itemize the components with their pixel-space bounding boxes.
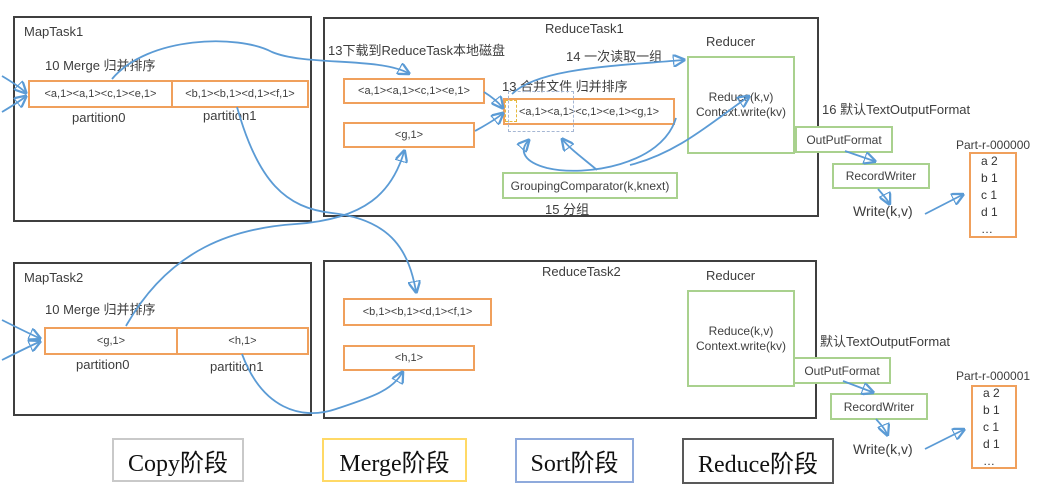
maptask2-merge-label: 10 Merge 归并排序	[45, 302, 156, 317]
output1-outputformat-box: OutPutFormat	[795, 126, 893, 153]
output2-file-box: a 2 b 1 c 1 d 1 …	[971, 385, 1017, 469]
reducer1-title: Reducer	[706, 34, 756, 49]
arrow-write2-to-file2	[924, 430, 963, 450]
file-line: a 2	[981, 153, 998, 168]
output1-format-label: 16 默认TextOutputFormat	[822, 102, 971, 117]
reducetask1-read-group-label: 14 一次读取一组	[566, 49, 663, 64]
grouping-comparator-box: GroupingComparator(k,knext)	[502, 172, 678, 199]
arrow-recordwriter2-to-write2	[875, 418, 887, 434]
output2-file-name: Part-r-000001	[956, 369, 1031, 383]
reducer2-box: Reduce(k,v) Context.write(kv)	[687, 290, 795, 387]
legend-sort-phase: Sort阶段	[515, 438, 634, 483]
maptask2-partition1-data: <h,1>	[176, 329, 307, 353]
reducer2-title: Reducer	[706, 268, 756, 283]
reducetask1-grouping-label: 15 分组	[545, 202, 590, 217]
output1-file-name: Part-r-000000	[956, 138, 1031, 152]
reducer1-line1: Reduce(k,v)	[708, 90, 774, 104]
file-line: c 1	[981, 187, 998, 202]
maptask1-partition0-data: <a,1><a,1><c,1><e,1>	[44, 88, 157, 100]
reducetask2-spill-file-0: <b,1><b,1><d,1><f,1>	[343, 298, 492, 326]
maptask2-partition-strip: <g,1> <h,1>	[44, 327, 309, 355]
reducetask2-title: ReduceTask2	[542, 264, 621, 279]
maptask1-partition1-label: partition1	[203, 108, 257, 123]
legend-reduce-phase: Reduce阶段	[682, 438, 834, 484]
file-line: c 1	[983, 419, 1000, 434]
reducer1-line2: Context.write(kv)	[695, 105, 787, 119]
maptask1-box	[13, 16, 312, 222]
reducetask1-download-label: 13下载到ReduceTask本地磁盘	[328, 43, 505, 58]
output2-write-label: Write(k,v)	[853, 441, 913, 457]
output1-write-label: Write(k,v)	[853, 203, 913, 219]
maptask1-partition1-data: <b,1><b,1><d,1><f,1>	[170, 82, 307, 106]
output1-file-box: a 2 b 1 c 1 d 1 …	[969, 152, 1017, 238]
file-line: a 2	[983, 385, 1000, 400]
maptask2-partition0-data: <g,1>	[96, 335, 126, 347]
reducetask1-spill-file-1: <g,1>	[343, 122, 475, 148]
output2-recordwriter-box: RecordWriter	[830, 393, 928, 420]
arrow-recordwriter1-to-write1	[877, 188, 889, 203]
file-line: d 1	[983, 436, 1000, 451]
output2-format-label: 默认TextOutputFormat	[820, 334, 951, 349]
file-line: d 1	[981, 204, 998, 219]
legend-copy-phase: Copy阶段	[112, 438, 244, 482]
reducer2-line1: Reduce(k,v)	[708, 323, 774, 338]
legend-merge-phase: Merge阶段	[322, 438, 467, 482]
reducetask1-title: ReduceTask1	[545, 21, 624, 36]
reducer1-box: Reduce(k,v) Context.write(kv)	[687, 56, 795, 154]
reducetask2-spill-file-1: <h,1>	[343, 345, 475, 371]
file-line: …	[981, 221, 993, 236]
maptask1-partition0-label: partition0	[72, 110, 126, 125]
group-selection-dashed-rect	[508, 91, 574, 132]
maptask1-title: MapTask1	[24, 24, 84, 39]
reducer2-line2: Context.write(kv)	[695, 338, 787, 353]
reducetask1-spill-file-0: <a,1><a,1><c,1><e,1>	[343, 78, 485, 104]
maptask2-partition0-label: partition0	[76, 357, 130, 372]
file-line: b 1	[981, 170, 998, 185]
reducetask2-box	[323, 260, 817, 419]
maptask1-partition-strip: <a,1><a,1><c,1><e,1> <b,1><b,1><d,1><f,1…	[28, 80, 309, 108]
maptask1-merge-label: 10 Merge 归并排序	[45, 58, 156, 73]
output2-outputformat-box: OutPutFormat	[793, 357, 891, 384]
arrow-write1-to-file1	[924, 195, 962, 215]
file-line: b 1	[983, 402, 1000, 417]
maptask2-partition1-label: partition1	[210, 359, 264, 374]
output1-recordwriter-box: RecordWriter	[832, 163, 930, 189]
maptask2-title: MapTask2	[24, 270, 84, 285]
key-selection-dashed-rect	[505, 100, 517, 122]
file-line: …	[983, 453, 995, 468]
